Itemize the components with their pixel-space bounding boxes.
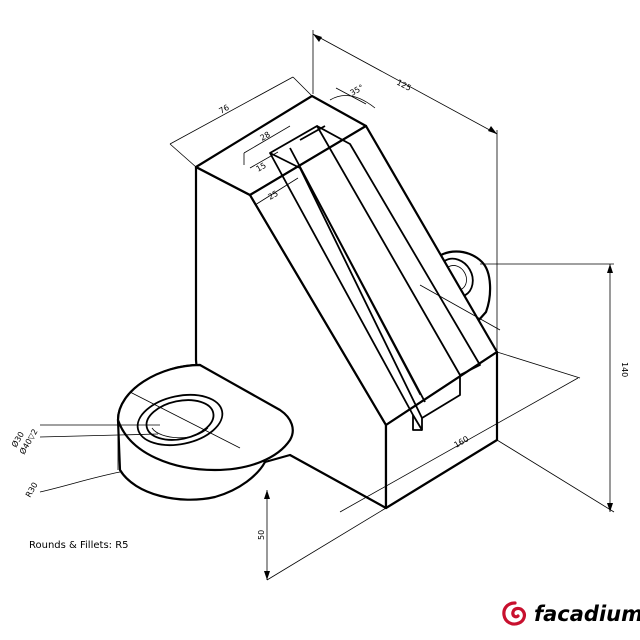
dim-slot-depth: 15: [255, 161, 268, 174]
dim-base-height: 50: [257, 530, 266, 540]
brand-logo: facadium: [500, 596, 640, 632]
fillet-note: Rounds & Fillets: R5: [29, 540, 129, 551]
dim-slot-width: 28: [259, 130, 272, 143]
dimension-arrows: [264, 34, 613, 580]
swirl-icon: [502, 601, 526, 626]
dim-top-edge: 25: [267, 189, 280, 202]
dim-height: 140: [620, 362, 629, 377]
front-boss: [116, 363, 294, 501]
dimension-lines: [39, 30, 615, 581]
dim-boss-radius: R30: [24, 481, 40, 499]
dim-overall-width: 125: [395, 78, 413, 93]
brand-name: facadium: [534, 602, 640, 626]
dim-slot-angle: 35°: [349, 83, 366, 98]
dim-top-depth: 76: [218, 103, 231, 116]
